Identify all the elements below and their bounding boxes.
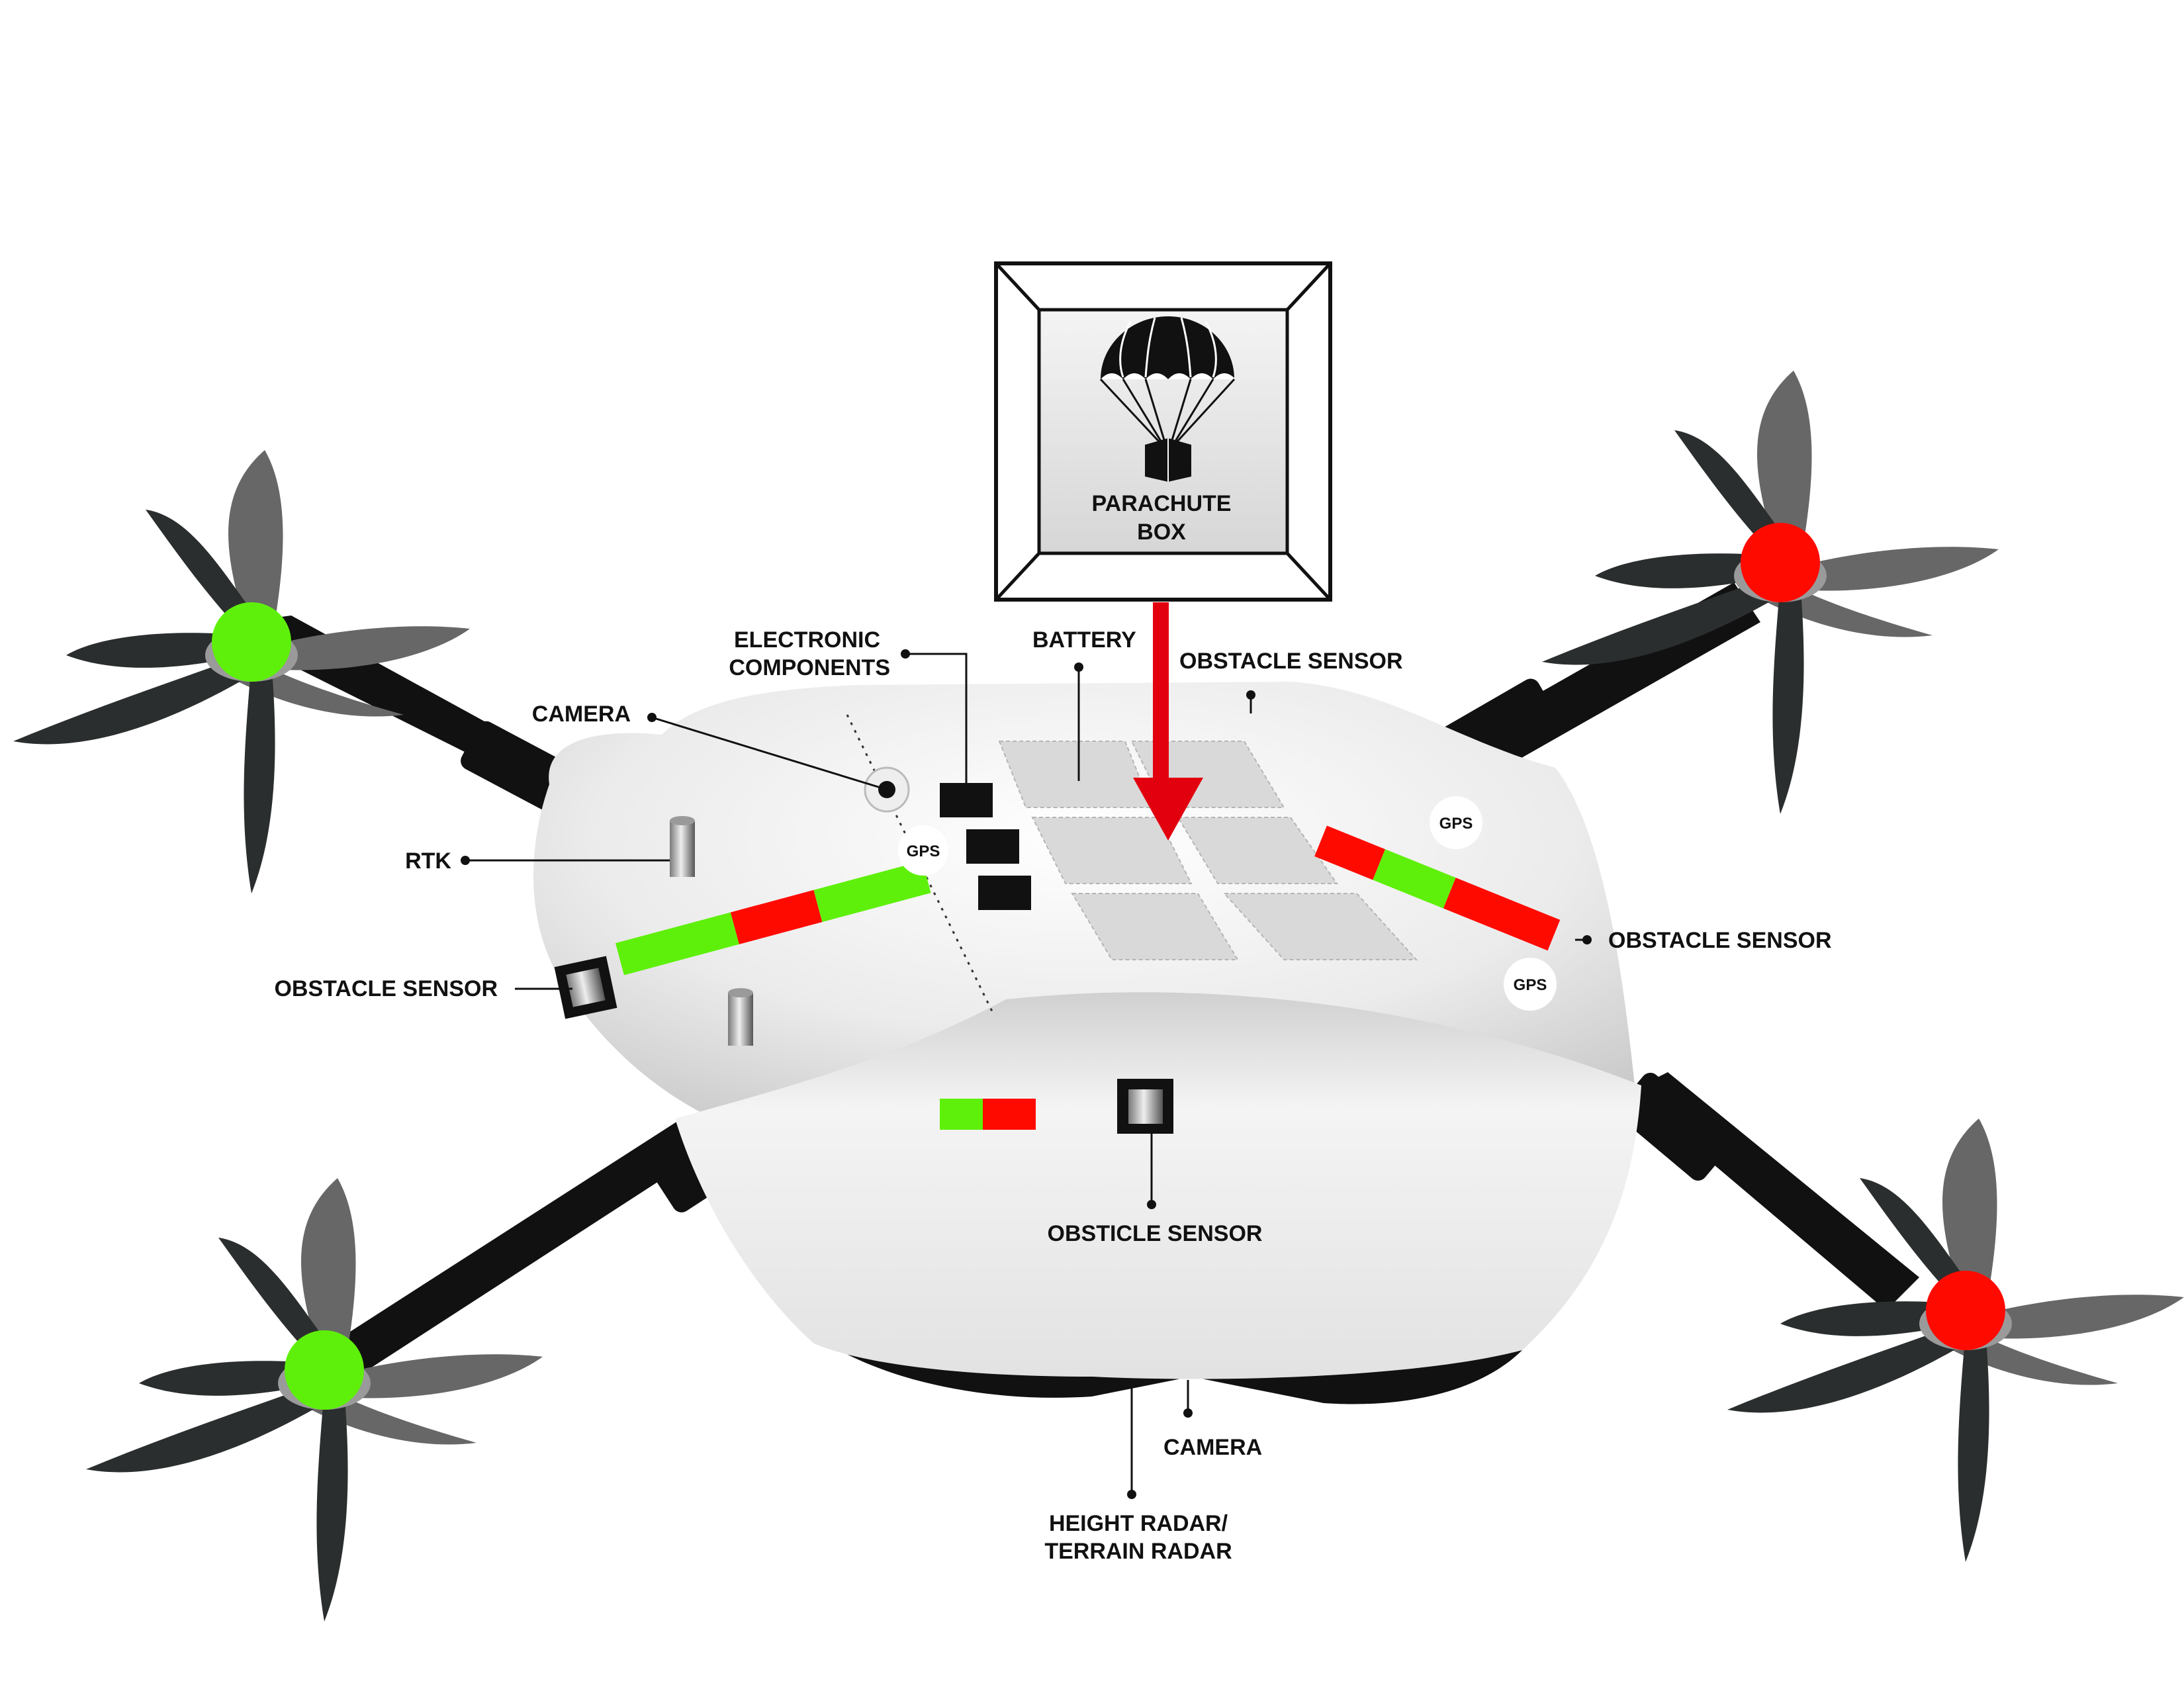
label-obstacle-sensor-top: OBSTACLE SENSOR [1179, 649, 1403, 674]
label-obstacle-sensor-right: OBSTACLE SENSOR [1608, 928, 1832, 953]
propeller-top-right [1542, 371, 1999, 814]
status-stripe-left [615, 860, 931, 976]
parachute-box-label-line1: PARACHUTE [1092, 491, 1232, 516]
label-camera-top: CAMERA [532, 702, 631, 727]
rtk-antenna [670, 816, 695, 877]
label-battery: BATTERY [1032, 627, 1136, 653]
rotor-light-red [1741, 523, 1820, 602]
box-icon [1145, 438, 1191, 482]
leader-dot [1183, 1408, 1193, 1418]
gps-badge: GPS [1504, 958, 1557, 1011]
rotor-light-green [285, 1330, 364, 1410]
label-obsticle-sensor-front: OBSTICLE SENSOR [1048, 1221, 1263, 1246]
rtk-antenna [728, 988, 753, 1046]
body-lower [675, 992, 1641, 1379]
gps-label: GPS [1439, 815, 1473, 833]
gps-label: GPS [1514, 976, 1547, 994]
label-height-radar-1: HEIGHT RADAR/ [1049, 1511, 1228, 1536]
label-rtk: RTK [405, 848, 451, 874]
leader-dot [1147, 1200, 1156, 1209]
obstacle-sensor-left-module [554, 956, 617, 1019]
arm-bottom-right [1616, 1072, 1919, 1310]
parachute-box-label-line2: BOX [1137, 520, 1186, 545]
label-height-radar-2: TERRAIN RADAR [1044, 1539, 1232, 1564]
rotor-light-red [1926, 1271, 2005, 1350]
status-stripe-right [1314, 825, 1561, 951]
propeller-bottom-left [86, 1178, 543, 1622]
status-stripe-front [940, 1099, 1036, 1130]
rotor-light-green [212, 602, 291, 682]
propeller-bottom-right [1727, 1119, 2184, 1562]
electronic-component [966, 829, 1019, 864]
deploy-arrow [1133, 602, 1203, 841]
leader-line [651, 716, 887, 791]
gps-label: GPS [907, 843, 940, 860]
label-electronic-components-1: ELECTRONIC [734, 627, 880, 653]
label-electronic-components-2: COMPONENTS [729, 655, 890, 680]
leader-line [905, 653, 968, 783]
label-camera-bottom: CAMERA [1163, 1435, 1262, 1460]
parachute-icon [1099, 316, 1236, 443]
label-obstacle-sensor-left: OBSTACLE SENSOR [274, 976, 498, 1001]
electronic-component [940, 783, 993, 817]
leader-dot [1127, 1490, 1136, 1499]
electronic-component [978, 876, 1031, 910]
obsticle-sensor-front-module [1117, 1079, 1173, 1134]
drone-body [533, 682, 1641, 1404]
gps-badge: GPS [898, 825, 948, 876]
propeller-top-left [13, 450, 470, 893]
gps-badge: GPS [1430, 796, 1482, 849]
arm-sleeve-bottom-right [1616, 1072, 1732, 1181]
parachute-box: PARACHUTE BOX [994, 261, 1332, 602]
